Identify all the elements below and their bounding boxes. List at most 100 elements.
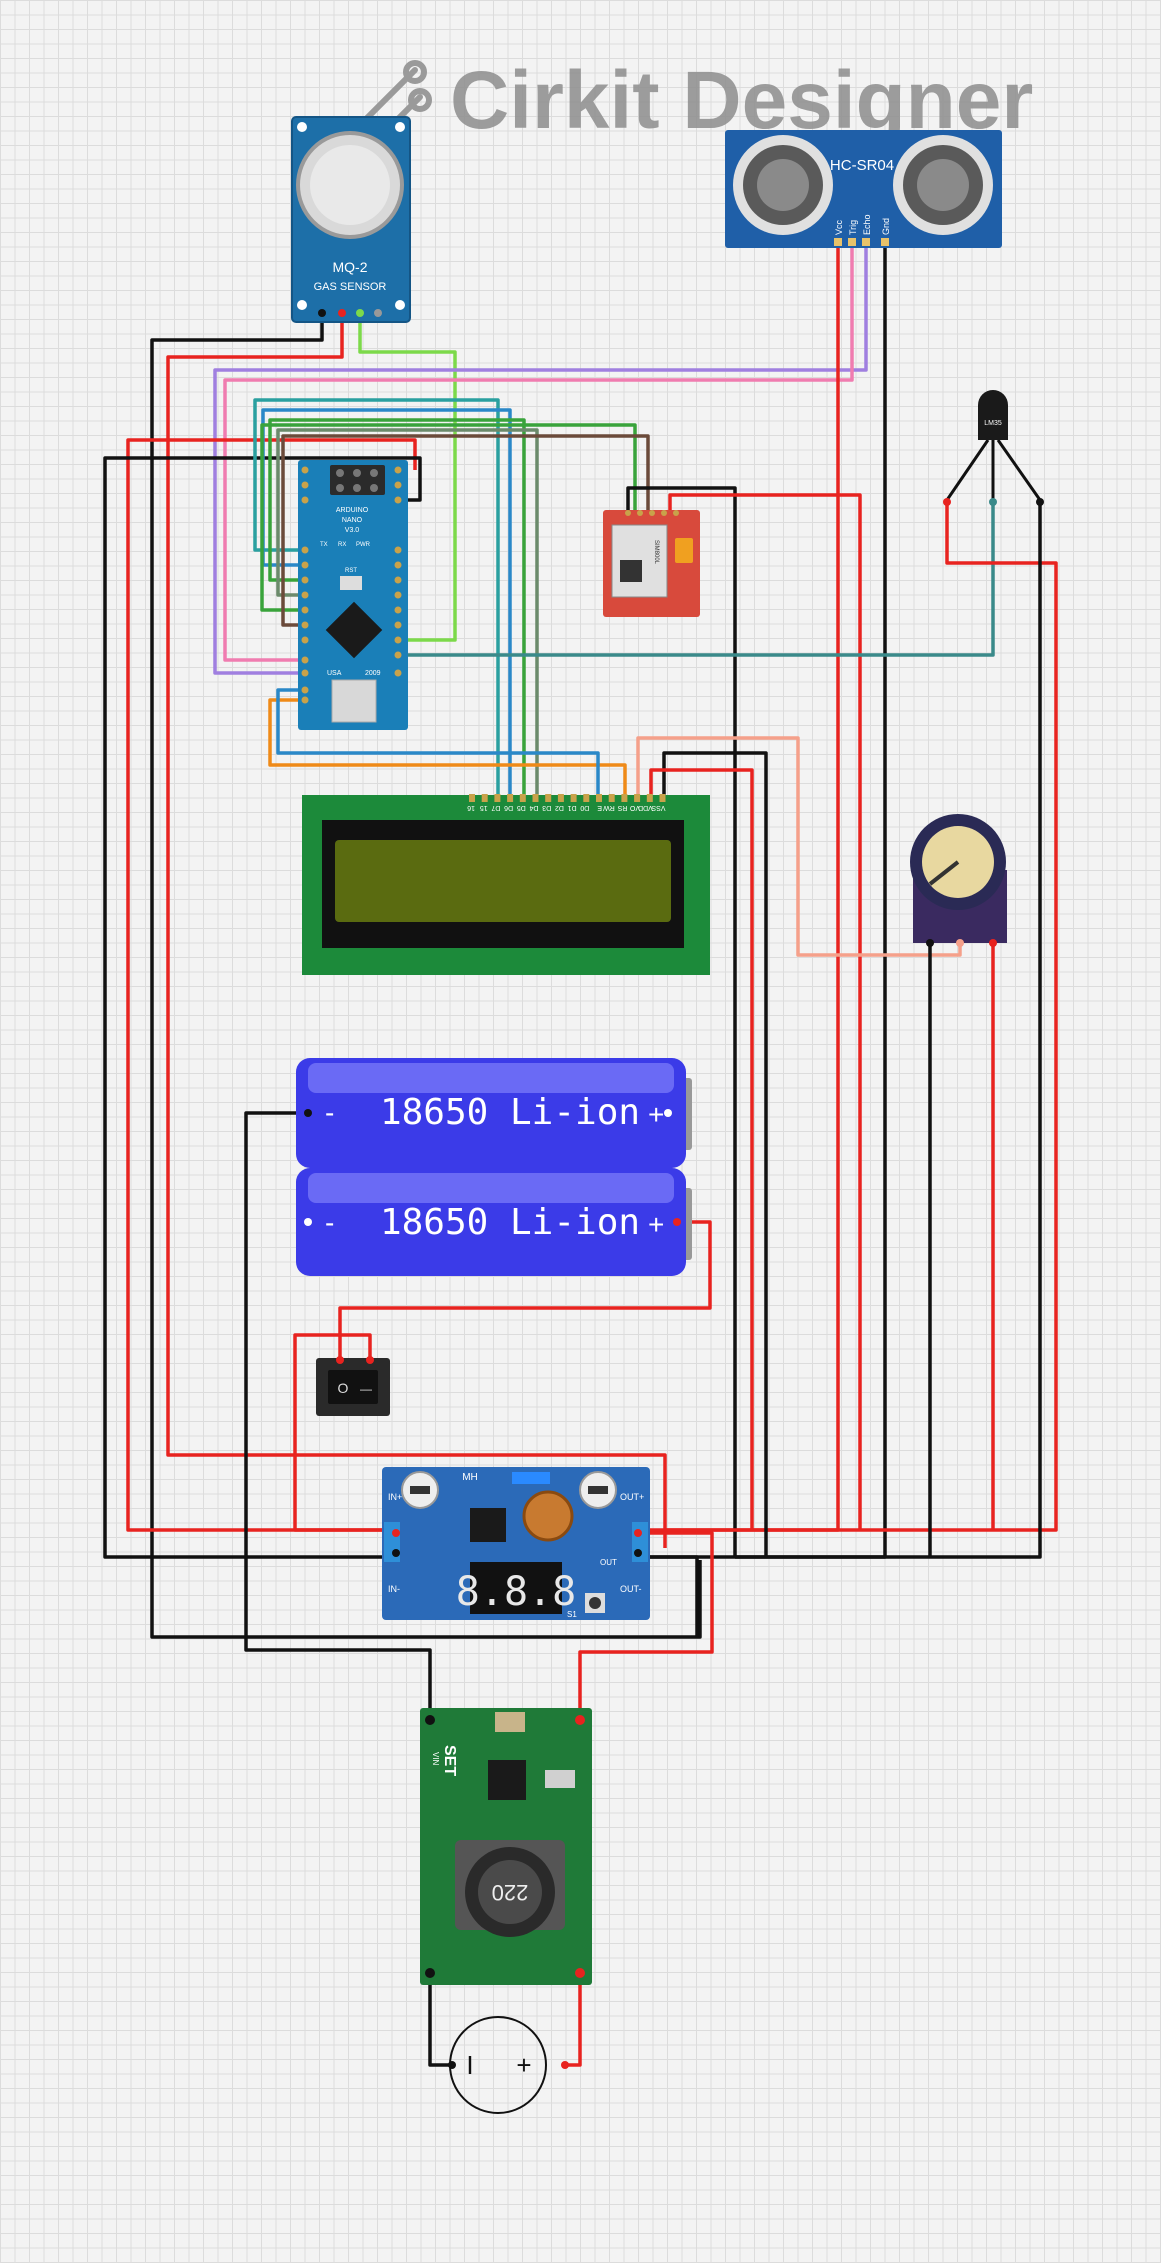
battery-top[interactable]: - 18650 Li-ion + [296,1058,692,1168]
buck-in-minus: IN- [388,1584,400,1594]
buck-pin-in-minus[interactable] [392,1549,400,1557]
lm35-pin-out[interactable] [989,498,997,506]
wire-mq2-ao [358,312,457,642]
lcd-pin-label-d7: D7 [491,804,500,811]
lcd-pin-d5[interactable] [519,794,526,802]
nano-usb-port[interactable] [331,679,377,723]
mq2-pin-gnd[interactable] [318,309,326,317]
dc-voltage-source[interactable]: I + [448,2016,569,2114]
wire-gsm-black [626,486,737,1557]
lcd-pin-vdd[interactable] [646,794,653,802]
boost-set-label: SET [441,1745,458,1776]
switch-pin-1[interactable] [336,1356,344,1364]
nano-rst-label: RST [345,568,357,574]
nano-rx-label: RX [338,542,346,548]
us-pin-echo[interactable] [862,238,870,246]
mq2-pin-vcc[interactable] [338,309,346,317]
lcd-pin-label-vss: VSS [651,804,665,811]
wire-buck-gnd [638,1555,699,1637]
nano-model: NANO [342,517,363,524]
lm35-label: LM35 [984,420,1002,427]
lcd-pin-rs[interactable] [621,794,628,802]
lcd-pin-d3[interactable] [545,794,552,802]
wire-gsm-red [668,493,862,1530]
boost-pin-out-plus[interactable] [575,1968,585,1978]
buck-pin-in-plus[interactable] [392,1529,400,1537]
us-pin-gnd[interactable] [881,238,889,246]
wire-lm35-sig [398,505,995,657]
wire-gsm-brown [281,434,650,627]
mq2-pin-do[interactable] [374,309,382,317]
wire-lm35-vcc [665,505,1058,1532]
battery-bottom-pos-terminal[interactable] [673,1218,681,1226]
battery-top-pos: + [648,1099,664,1130]
nano-left-pins [301,466,309,704]
battery-bottom-neg-terminal[interactable] [304,1218,312,1226]
dc-pin-minus[interactable] [448,2061,456,2069]
switch-pin-2[interactable] [366,1356,374,1364]
lcd-pin-e[interactable] [596,794,602,802]
boost-inductor: 220 [455,1840,565,1937]
lcd-pin-d7[interactable] [494,794,501,802]
sim800l-gsm-module[interactable]: SIM800L [603,510,700,617]
boost-converter[interactable]: SET VIN 220 [420,1708,592,1985]
us-pin-trig[interactable] [848,238,856,246]
potentiometer[interactable] [910,814,1007,947]
lcd-pin-d0[interactable] [583,794,590,802]
wire-gsm-green [260,423,637,612]
battery-bottom[interactable]: - 18650 Li-ion + [296,1168,692,1276]
lcd-pin-d1[interactable] [570,794,577,802]
nano-reset-button[interactable] [340,576,362,590]
lcd-pin-rw[interactable] [608,794,615,802]
boost-pin-out-minus[interactable] [425,1968,435,1978]
battery-top-neg-terminal[interactable] [304,1109,312,1117]
nano-name: ARDUINO [336,507,369,514]
lcd-pin-16[interactable] [469,794,475,802]
lm35-temp-sensor[interactable]: LM35 [943,390,1044,506]
wire-lcd-vdd [649,768,754,1530]
us-pin-vcc[interactable] [834,238,842,246]
hc-sr04-ultrasonic[interactable]: HC-SR04 Vcc Trig Echo Gnd [725,130,1002,248]
lcd-pin-d4[interactable] [532,794,539,802]
wire-lcd-orange [268,698,627,795]
wire-mq2-gnd [150,312,702,1639]
rocker-switch[interactable]: O — [316,1356,390,1416]
mq2-pin-ao[interactable] [356,309,364,317]
wire-battery-pos [338,1220,712,1360]
lcd-pin-15[interactable] [481,794,488,802]
boost-pin-in-plus[interactable] [575,1715,585,1725]
buck-pin-out-plus[interactable] [634,1529,642,1537]
buck-display: 8.8.8 [456,1569,576,1615]
arduino-nano[interactable]: ARDUINO NANO V3.0 TX RX PWR RST USA 2009 [298,460,408,730]
wire-dc-pos [565,1973,582,2067]
pot-pin-3[interactable] [989,939,997,947]
lcd-pin-d2[interactable] [557,794,564,802]
lcd-pin-label-d3: D3 [542,804,551,811]
wire-battery-neg [244,1111,432,1708]
buck-pin-out-minus[interactable] [634,1549,642,1557]
wire-d4 [276,428,539,795]
battery-bottom-pos: + [648,1209,664,1240]
lcd-pin-vss[interactable] [659,794,666,802]
wire-lm35-gnd [735,505,1042,1559]
dc-pin-plus[interactable] [561,2061,569,2069]
lcd-screen [335,840,671,922]
lm35-pin-vcc[interactable] [943,498,951,506]
buck-ic [470,1508,506,1542]
lcd-pin-d6[interactable] [507,794,514,802]
battery-top-pos-terminal[interactable] [664,1109,672,1117]
pot-pin-1[interactable] [926,939,934,947]
mq2-gas-sensor[interactable]: MQ-2 GAS SENSOR [291,116,411,323]
lm35-pin-gnd[interactable] [1036,498,1044,506]
wire-echo [223,240,854,662]
lcd-pin-label-d5: D5 [517,804,526,811]
boost-pin-in-minus[interactable] [425,1715,435,1725]
wires [103,240,1058,2067]
battery-bottom-neg: - [325,1207,334,1238]
pot-pin-wiper[interactable] [956,939,964,947]
buck-converter[interactable]: MH IN+ IN- OUT+ OUT- OUT 8.8.8 S1 [382,1467,650,1620]
lcd-pin-vo[interactable] [634,794,641,802]
dc-minus-label: I [466,2050,473,2080]
gsm-name: SIM800L [653,540,659,565]
